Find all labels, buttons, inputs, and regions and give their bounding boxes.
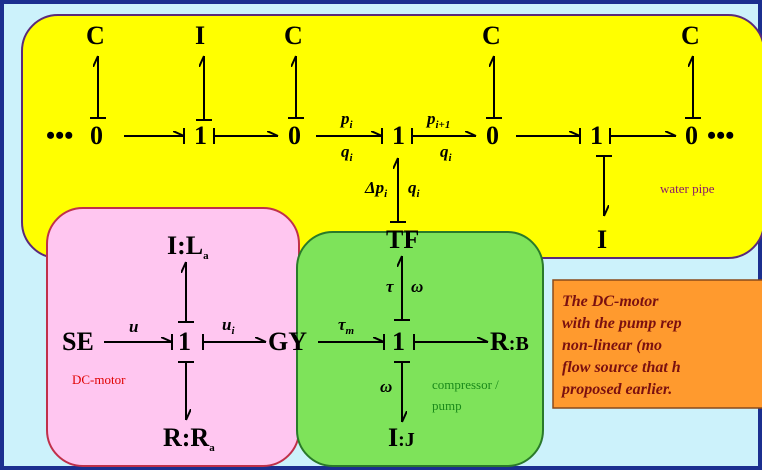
effort-label-tau-m: τm xyxy=(338,315,355,337)
horizontal-bonds-top xyxy=(124,128,676,144)
capacitor-c-3: C xyxy=(482,21,501,50)
dc-motor-bonds xyxy=(104,262,266,420)
resistor-rb: R:B xyxy=(490,327,529,356)
gyrator-gy: GY xyxy=(268,327,307,356)
effort-label-delta-pi: Δpi xyxy=(364,178,388,200)
effort-label-pi1: pi+1 xyxy=(425,109,450,131)
note-line-2: with the pump rep xyxy=(562,315,682,332)
effort-label-u: u xyxy=(129,317,138,336)
note-line-3: non-linear (mo xyxy=(562,337,662,354)
effort-label-ui: ui xyxy=(222,315,235,337)
vertical-bonds-top xyxy=(90,56,701,223)
capacitor-c-2: C xyxy=(284,21,303,50)
inertance-i-top: I xyxy=(195,21,205,50)
junction-zero-4: 0 xyxy=(685,121,698,150)
water-pipe-label: water pipe xyxy=(660,181,715,196)
note-line-1: The DC-motor xyxy=(562,293,659,310)
pump-region xyxy=(296,231,544,467)
junction-zero-2: 0 xyxy=(288,121,301,150)
flow-label-qi-vertical: qi xyxy=(408,178,421,200)
ellipsis-right: ••• xyxy=(707,121,734,150)
inertance-il: I:La xyxy=(167,231,209,262)
note-line-4: flow source that h xyxy=(562,359,681,376)
effort-label-tau: τ xyxy=(386,277,394,296)
effort-source-se: SE xyxy=(62,327,94,356)
transformer-tf: TF xyxy=(386,225,419,254)
junction-one-motor: 1 xyxy=(178,327,191,356)
junction-zero-1: 0 xyxy=(90,121,103,150)
pump-bonds xyxy=(318,256,488,422)
note-line-5: proposed earlier. xyxy=(560,381,672,398)
pump-label-line1: compressor / xyxy=(432,377,499,392)
inertance-i-bottom: I xyxy=(597,225,607,254)
capacitor-c-1: C xyxy=(86,21,105,50)
inertance-ij: I:J xyxy=(388,423,415,452)
flow-label-omega-lower: ω xyxy=(380,377,392,396)
junction-one-1: 1 xyxy=(194,121,207,150)
resistor-rr: R:Ra xyxy=(163,423,215,454)
effort-label-pi: pi xyxy=(339,109,354,131)
junction-one-pump: 1 xyxy=(392,327,405,356)
junction-one-2: 1 xyxy=(392,121,405,150)
note-box xyxy=(552,279,762,409)
flow-label-qi: qi xyxy=(341,142,354,164)
ellipsis-left: ••• xyxy=(46,121,73,150)
dc-motor-label: DC-motor xyxy=(72,372,126,387)
junction-zero-3: 0 xyxy=(486,121,499,150)
pump-label-line2: pump xyxy=(432,398,462,413)
junction-one-3: 1 xyxy=(590,121,603,150)
flow-label-qi-next: qi xyxy=(440,142,453,164)
flow-label-omega: ω xyxy=(411,277,423,296)
capacitor-c-4: C xyxy=(681,21,700,50)
note-text: The DC-motor with the pump rep non-linea… xyxy=(560,293,682,398)
